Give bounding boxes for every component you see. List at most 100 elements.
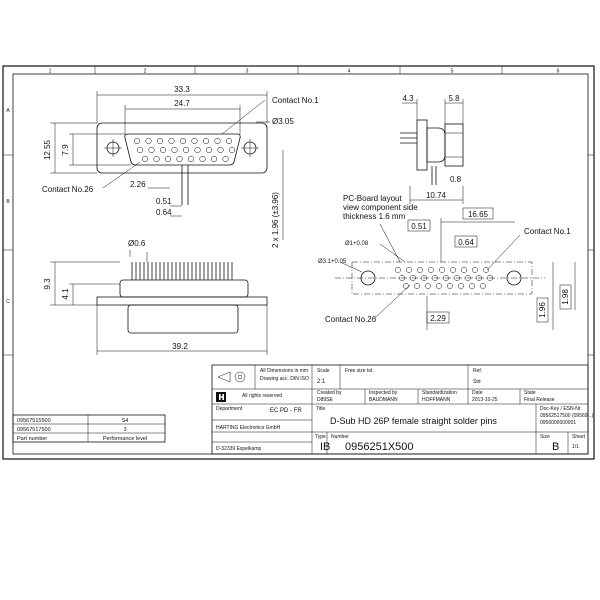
- pcb-pad: [395, 267, 401, 273]
- pcb-pad: [436, 283, 442, 289]
- box-0-64: [454, 235, 478, 248]
- dim-pin-0-6: Ø0.6: [128, 239, 146, 248]
- inspected-value: BAUDMANN: [369, 397, 398, 403]
- type-label: Type: [315, 434, 326, 440]
- pcb-mount-hole-left: [360, 270, 376, 286]
- created-value: D89SE: [317, 397, 334, 403]
- dim-0-51: 0.51: [156, 197, 172, 206]
- row-label-b: B: [6, 199, 10, 205]
- pcb-pad: [414, 283, 420, 289]
- inspected-label: Inspected by: [369, 390, 398, 396]
- row-label-c: C: [6, 299, 10, 305]
- box-1-96: [536, 297, 549, 323]
- drawing-title: D-Sub HD 26P female straight solder pins: [330, 416, 497, 426]
- type-value: IB: [320, 441, 330, 453]
- part-header-level: Performance level: [103, 436, 147, 442]
- contact-hole: [187, 155, 195, 163]
- sheet-value: 1/1: [572, 444, 579, 450]
- contact-hole: [145, 137, 152, 145]
- grid-top: 1 2 3 4 5 6: [49, 66, 560, 75]
- bottom-view: Ø0.6 9.3 4.1 39.2: [43, 239, 268, 355]
- dims-note-2: Drawing acc. DIN ISO: [260, 376, 309, 382]
- box-0-51: [407, 219, 431, 232]
- contact-hole: [176, 155, 183, 163]
- dim-9-3: 9.3: [43, 278, 52, 290]
- dim-0-64: 0.64: [156, 208, 172, 217]
- pcb-pad: [399, 275, 405, 281]
- col-label-2: 2: [144, 69, 147, 75]
- col-label-3: 3: [246, 69, 249, 75]
- col-label-4: 4: [348, 69, 351, 75]
- pcb-pad: [403, 283, 409, 289]
- bottom-d-shell: [127, 304, 239, 334]
- contact-hole: [153, 155, 160, 163]
- label-contact-26: Contact No.26: [42, 185, 94, 194]
- dim-12-55: 12.55: [43, 139, 52, 160]
- scale-value: 2:1: [317, 379, 326, 385]
- pcb-layout: PC-Board layout view component side thic…: [318, 194, 576, 330]
- size-value: B: [552, 441, 559, 453]
- department-value: EC PD - FR: [270, 408, 302, 414]
- dim-pcb-hole: Ø3.1+0.05: [318, 259, 347, 265]
- standardization-label: Standardization: [422, 390, 457, 396]
- pcb-pad: [461, 267, 467, 273]
- contact-hole: [222, 155, 229, 163]
- dim-hole-3-05: Ø3.05: [272, 117, 294, 126]
- front-view: 33.3 24.7 12.55 7.9 Ø3.05 Contact No.1 C…: [42, 85, 319, 248]
- size-label: Size: [540, 434, 550, 440]
- contact-hole: [225, 137, 233, 145]
- pcb-pad: [469, 283, 475, 289]
- pcb-pad: [480, 283, 486, 289]
- part-row-1-number: 09567515500: [17, 418, 51, 424]
- dim-39-2: 39.2: [172, 342, 188, 351]
- contact-hole: [205, 146, 213, 154]
- doc-key-1: Doc-Key / ESN-Nr.: [540, 406, 582, 412]
- part-row-1-level: S4: [122, 418, 129, 424]
- contact-hole: [148, 146, 155, 154]
- pcb-pad: [443, 275, 449, 281]
- part-row-2-number: 09567517500: [17, 427, 51, 433]
- dim-pcb-0-64: 0.64: [458, 238, 474, 247]
- pcb-pad: [447, 283, 453, 289]
- dim-10-74: 10.74: [426, 191, 447, 200]
- pcb-pad: [421, 275, 427, 281]
- sheet-label: Sheet: [572, 434, 586, 440]
- harting-logo: [216, 392, 226, 402]
- contact-hole: [217, 146, 224, 154]
- pcb-pad: [406, 267, 412, 273]
- pcb-pad: [425, 283, 431, 289]
- contact-hole: [136, 146, 144, 154]
- doc-key-3: 0956000000001: [540, 420, 576, 426]
- scale-label: Scale: [317, 368, 330, 374]
- dim-pcb-1-98: 1.98: [561, 289, 570, 305]
- dim-pitch: 2 x 1.96 (±3.96): [271, 192, 280, 248]
- dim-pcb-pad: Ø1+0.08: [345, 241, 369, 247]
- ref-label: Ref.: [473, 368, 482, 374]
- pcb-pad: [476, 275, 482, 281]
- part-row-2-level: 3: [123, 427, 126, 433]
- inner-frame: [12, 73, 589, 455]
- dim-pcb-0-51: 0.51: [411, 222, 427, 231]
- ref-value: Std: [473, 379, 481, 385]
- state-value: Final Release: [524, 397, 555, 403]
- side-shell: [444, 123, 464, 167]
- pcb-pads: [395, 267, 493, 289]
- pcb-mount-hole-right: [506, 270, 522, 286]
- contact-grid: [133, 137, 236, 163]
- state-label: State: [524, 390, 536, 396]
- pcb-pad: [454, 275, 460, 281]
- pcb-title-3: thickness 1.6 mm: [343, 212, 406, 221]
- projection-symbol-icon: [217, 371, 246, 383]
- pcb-pad: [410, 275, 416, 281]
- created-label: Created by: [317, 390, 342, 396]
- side-body: [426, 127, 446, 163]
- side-view: 4.3 5.8 0.8 10.74: [400, 94, 464, 204]
- date-label: Date: [472, 390, 483, 396]
- contact-hole: [199, 155, 206, 163]
- contact-hole: [156, 137, 164, 145]
- title-label: Title: [316, 406, 325, 412]
- contact-hole: [214, 137, 221, 145]
- pcb-pad: [458, 283, 464, 289]
- solder-pins: [131, 262, 233, 280]
